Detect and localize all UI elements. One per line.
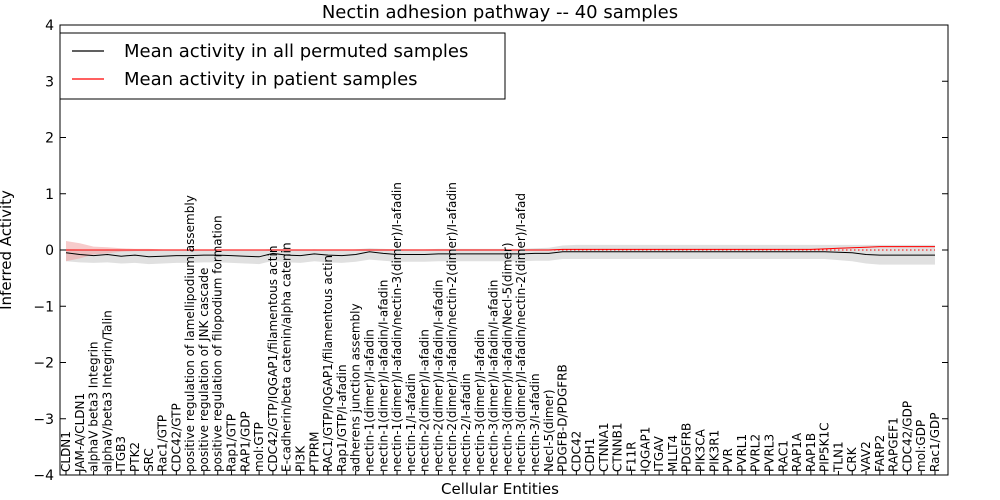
x-tick-label: VAV2 — [859, 441, 873, 472]
x-tick-label: nectin-3(dimer)/I-afadin/nectin-2(dimer)… — [514, 193, 528, 472]
x-tick-label: RAPGEF1 — [887, 417, 901, 472]
x-tick-label: CDC42/GDP — [900, 401, 914, 472]
x-tick-label: PVRL2 — [749, 434, 763, 472]
x-tick-label: FARP2 — [873, 435, 887, 472]
x-tick-label: positive regulation of lamellipodium ass… — [183, 195, 197, 472]
x-tick-label: PTK2 — [128, 442, 142, 472]
x-tick-label: PIP5K1C — [818, 422, 832, 472]
x-tick-label: positive regulation of filopodium format… — [211, 215, 225, 472]
x-tick-label: nectin-1(dimer)/I-afadin/nectin-3(dimer)… — [390, 182, 404, 472]
x-tick-label: JAM-A/CLDN1 — [73, 393, 87, 473]
x-tick-label: nectin-2(dimer)/I-afadin — [418, 329, 432, 472]
x-tick-label: CDC42/GTP/IQGAP1/filamentous actin — [266, 246, 280, 472]
chart-title: Nectin adhesion pathway -- 40 samples — [322, 2, 678, 23]
x-tick-label: ITGAV — [652, 435, 666, 472]
y-axis-label: Inferred Activity — [0, 190, 15, 310]
x-tick-label: RAC1 — [776, 440, 790, 472]
y-tick-label: 4 — [45, 18, 54, 34]
x-tick-label: PTPRM — [307, 432, 321, 473]
x-tick-label: RAP1/GDP — [238, 411, 252, 472]
x-tick-label: nectin-3(dimer)/I-afadin/Necl-5(dimer) — [500, 242, 514, 472]
x-tick-label: TLN1 — [831, 441, 845, 473]
x-tick-label: Rap1/GTP — [225, 414, 239, 472]
y-tick-label: −4 — [33, 468, 54, 484]
x-tick-label: nectin-1/I-afadin — [404, 373, 418, 472]
x-tick-label: ITGB3 — [114, 436, 128, 472]
y-tick-label: 2 — [45, 131, 54, 147]
line-series-2 — [66, 246, 935, 251]
x-tick-label: CTNNA1 — [597, 422, 611, 472]
x-tick-label: mol:GDP — [914, 420, 928, 472]
x-tick-label: Necl-5(dimer) — [542, 389, 556, 472]
x-tick-label: CDH1 — [583, 438, 597, 472]
x-tick-label: nectin-3(dimer)/I-afadin/I-afadin — [487, 280, 501, 472]
x-tick-label: CLDN1 — [59, 431, 73, 472]
legend-label: Mean activity in all permuted samples — [124, 41, 468, 62]
x-tick-label: PVRL1 — [735, 434, 749, 472]
x-tick-label: Rap1/GTP/I-afadin — [335, 364, 349, 472]
x-tick-label: Rac1/GDP — [928, 413, 942, 472]
x-tick-label: RAP1A — [790, 432, 804, 472]
x-tick-label: E-cadherin/beta catenin/alpha catenin — [280, 242, 294, 472]
x-tick-label: PVR — [721, 448, 735, 472]
x-tick-label: mol:GTP — [252, 422, 266, 472]
x-tick-label: PI3K — [294, 445, 308, 472]
x-tick-label: adherens junction assembly — [349, 303, 363, 472]
x-tick-label: Rac1/GTP — [156, 415, 170, 472]
y-tick-label: −3 — [33, 412, 54, 428]
legend-box — [59, 32, 506, 100]
x-tick-label: RAC1/GTP/IQGAP1/filamentous actin — [321, 255, 335, 472]
x-tick-label: IQGAP1 — [638, 427, 652, 472]
y-tick-label: 0 — [45, 243, 54, 259]
x-tick-label: PIK3CA — [694, 428, 708, 472]
x-tick-label: nectin-2/I-afadin — [459, 373, 473, 472]
x-tick-label: PIK3R1 — [707, 430, 721, 472]
x-tick-label: CDC42 — [569, 431, 583, 472]
x-tick-label: positive regulation of JNK cascade — [197, 268, 211, 472]
x-tick-label: CRK — [845, 446, 859, 472]
x-tick-label: alphaV/beta3 Integrin/Talin — [100, 310, 114, 472]
x-tick-label: F11R — [625, 441, 639, 472]
x-tick-label: PVRL3 — [763, 434, 777, 472]
x-tick-label: nectin-2(dimer)/I-afadin/nectin-2(dimer)… — [445, 182, 459, 472]
legend-label: Mean activity in patient samples — [124, 69, 418, 90]
x-tick-label: nectin-3/I-afadin — [528, 373, 542, 472]
x-tick-label: RAP1B — [804, 433, 818, 472]
x-tick-label: alphaV beta3 Integrin — [87, 341, 101, 472]
x-tick-label: CDC42/GTP — [169, 403, 183, 472]
x-tick-label: PDGFB-D/PDGFRB — [556, 364, 570, 472]
y-tick-label: 1 — [45, 187, 54, 203]
x-tick-label: CTNNB1 — [611, 422, 625, 472]
y-tick-label: −1 — [33, 299, 54, 315]
x-tick-label: nectin-3(dimer)/I-afadin — [473, 329, 487, 472]
x-tick-label: nectin-1(dimer)/I-afadin — [363, 329, 377, 472]
x-tick-label: SRC — [142, 448, 156, 472]
x-tick-label: MLLT4 — [666, 435, 680, 472]
y-tick-label: 3 — [45, 74, 54, 90]
y-tick-label: −2 — [33, 356, 54, 372]
line-series-1 — [65, 251, 935, 258]
x-axis-label: Cellular Entities — [441, 480, 559, 498]
x-tick-label: nectin-1(dimer)/I-afadin/I-afadin — [376, 280, 390, 472]
x-tick-label: PDGFRB — [680, 423, 694, 472]
x-tick-label: nectin-2(dimer)/I-afadin/I-afadin — [431, 280, 445, 472]
